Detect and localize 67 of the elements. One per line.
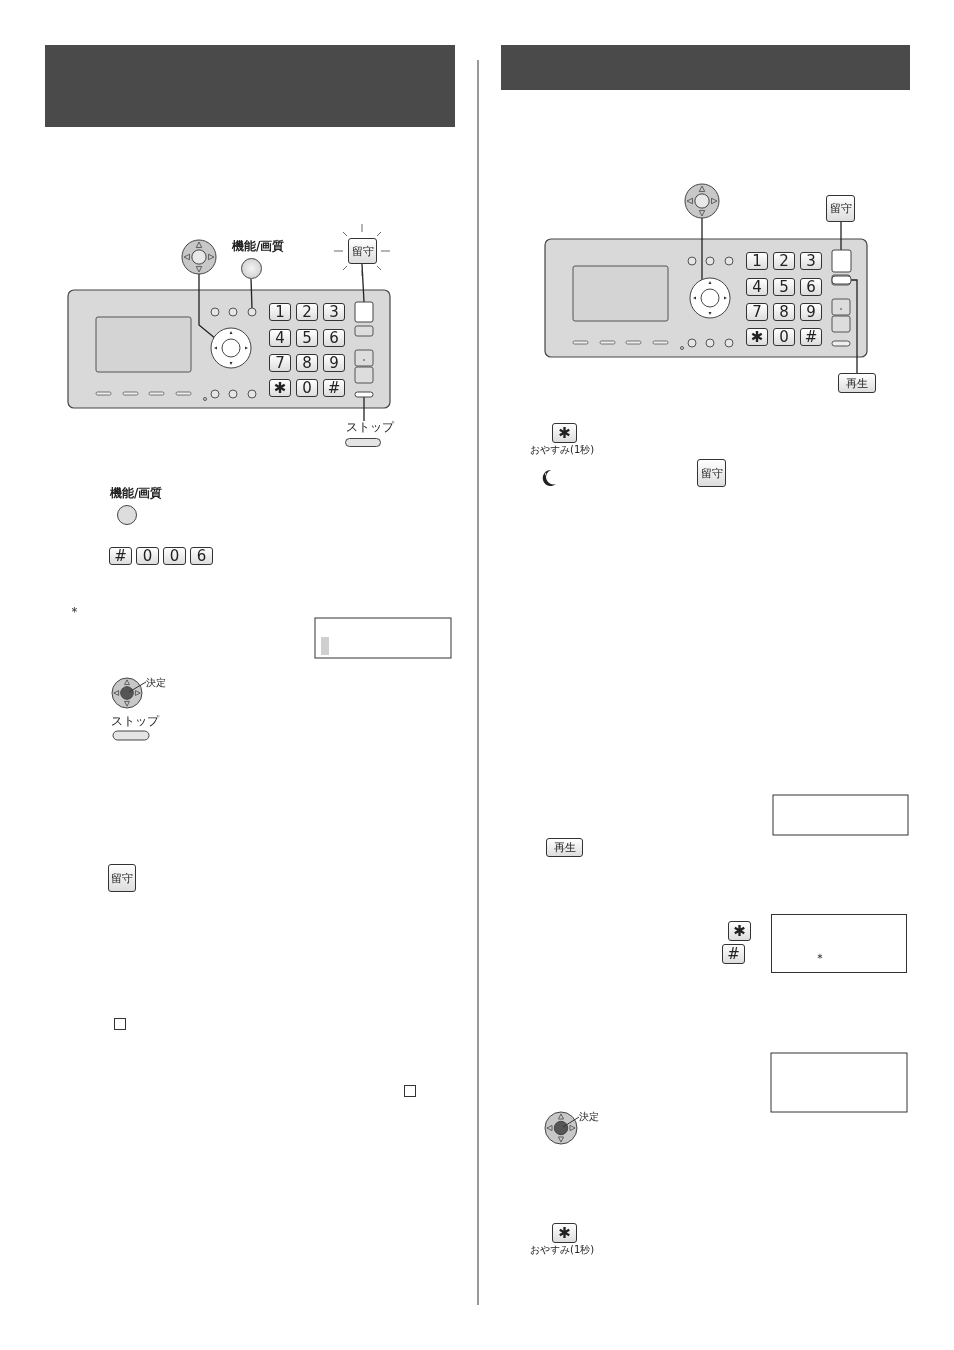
keypad-key: 8 xyxy=(296,354,318,372)
keypad-key: 5 xyxy=(296,329,318,347)
keypad-key: 留守 xyxy=(697,459,726,487)
keypad-key: 2 xyxy=(296,303,318,321)
keypad-key: 6 xyxy=(800,278,822,296)
keypad-key: 再生 xyxy=(546,838,583,857)
keypad-key: # xyxy=(722,944,745,964)
keypad-key: 0 xyxy=(136,547,159,565)
keypad-key: 4 xyxy=(269,329,291,347)
answer-key: 留守 xyxy=(826,195,855,222)
key-label: 機能/画質 xyxy=(110,487,163,499)
key-label: 決定 xyxy=(579,1112,599,1122)
keypad-key: 9 xyxy=(323,354,345,372)
navigation-pad xyxy=(689,277,731,319)
keypad-key: 5 xyxy=(773,278,795,296)
leader-line xyxy=(363,396,365,422)
keypad-key: 1 xyxy=(746,252,768,270)
keypad-key: 6 xyxy=(323,329,345,347)
keypad-key: 3 xyxy=(323,303,345,321)
keypad-key: 6 xyxy=(190,547,213,565)
keypad-key: ✱ xyxy=(552,423,577,443)
lcd-display xyxy=(770,1052,908,1113)
keypad-key: # xyxy=(109,547,132,565)
keypad-key: 2 xyxy=(773,252,795,270)
navigation-pad-icon xyxy=(684,183,720,219)
keypad-key: ✱ xyxy=(728,921,751,941)
leader-line xyxy=(361,263,365,303)
lcd-display xyxy=(771,914,907,973)
playback-key: 再生 xyxy=(838,373,876,393)
display-text: ＊ xyxy=(814,952,826,964)
button-label: ストップ xyxy=(346,421,394,433)
keypad-key: 0 xyxy=(296,379,318,397)
key-label: おやすみ(1秒) xyxy=(530,445,595,455)
panel-key xyxy=(354,301,374,323)
keypad-key: # xyxy=(323,379,345,397)
keypad-key: 0 xyxy=(163,547,186,565)
navigation-pad xyxy=(210,327,252,369)
keypad-key: 3 xyxy=(800,252,822,270)
keypad-key: 0 xyxy=(773,328,795,346)
leader-line xyxy=(850,279,858,374)
navigation-pad-icon xyxy=(181,239,217,275)
panel-key xyxy=(831,249,852,273)
button-label: 機能/画質 xyxy=(232,240,285,252)
keypad-key: 7 xyxy=(269,354,291,372)
leader-line xyxy=(250,278,253,309)
key-label: 決定 xyxy=(146,678,166,688)
lcd-display xyxy=(314,617,452,659)
indicator-lamp xyxy=(247,307,257,317)
answer-key: 留守 xyxy=(348,238,377,264)
keypad-key: 留守 xyxy=(108,864,136,892)
keypad-key: # xyxy=(800,328,822,346)
panel-key xyxy=(354,391,374,398)
keypad-key: 7 xyxy=(746,303,768,321)
keypad-key: ✱ xyxy=(746,328,768,346)
key-label: おやすみ(1秒) xyxy=(530,1245,595,1255)
key-label: ＊ xyxy=(68,605,81,618)
keypad-key: 4 xyxy=(746,278,768,296)
leader-line xyxy=(701,217,703,281)
key-label: ストップ xyxy=(111,715,159,727)
panel-key xyxy=(831,275,852,285)
keypad-key: 9 xyxy=(800,303,822,321)
leader-line xyxy=(840,221,842,251)
lcd-display xyxy=(772,794,909,836)
keypad-key: 8 xyxy=(773,303,795,321)
keypad-key: ✱ xyxy=(269,379,291,397)
keypad-key: ✱ xyxy=(552,1223,577,1243)
keypad-key: 1 xyxy=(269,303,291,321)
